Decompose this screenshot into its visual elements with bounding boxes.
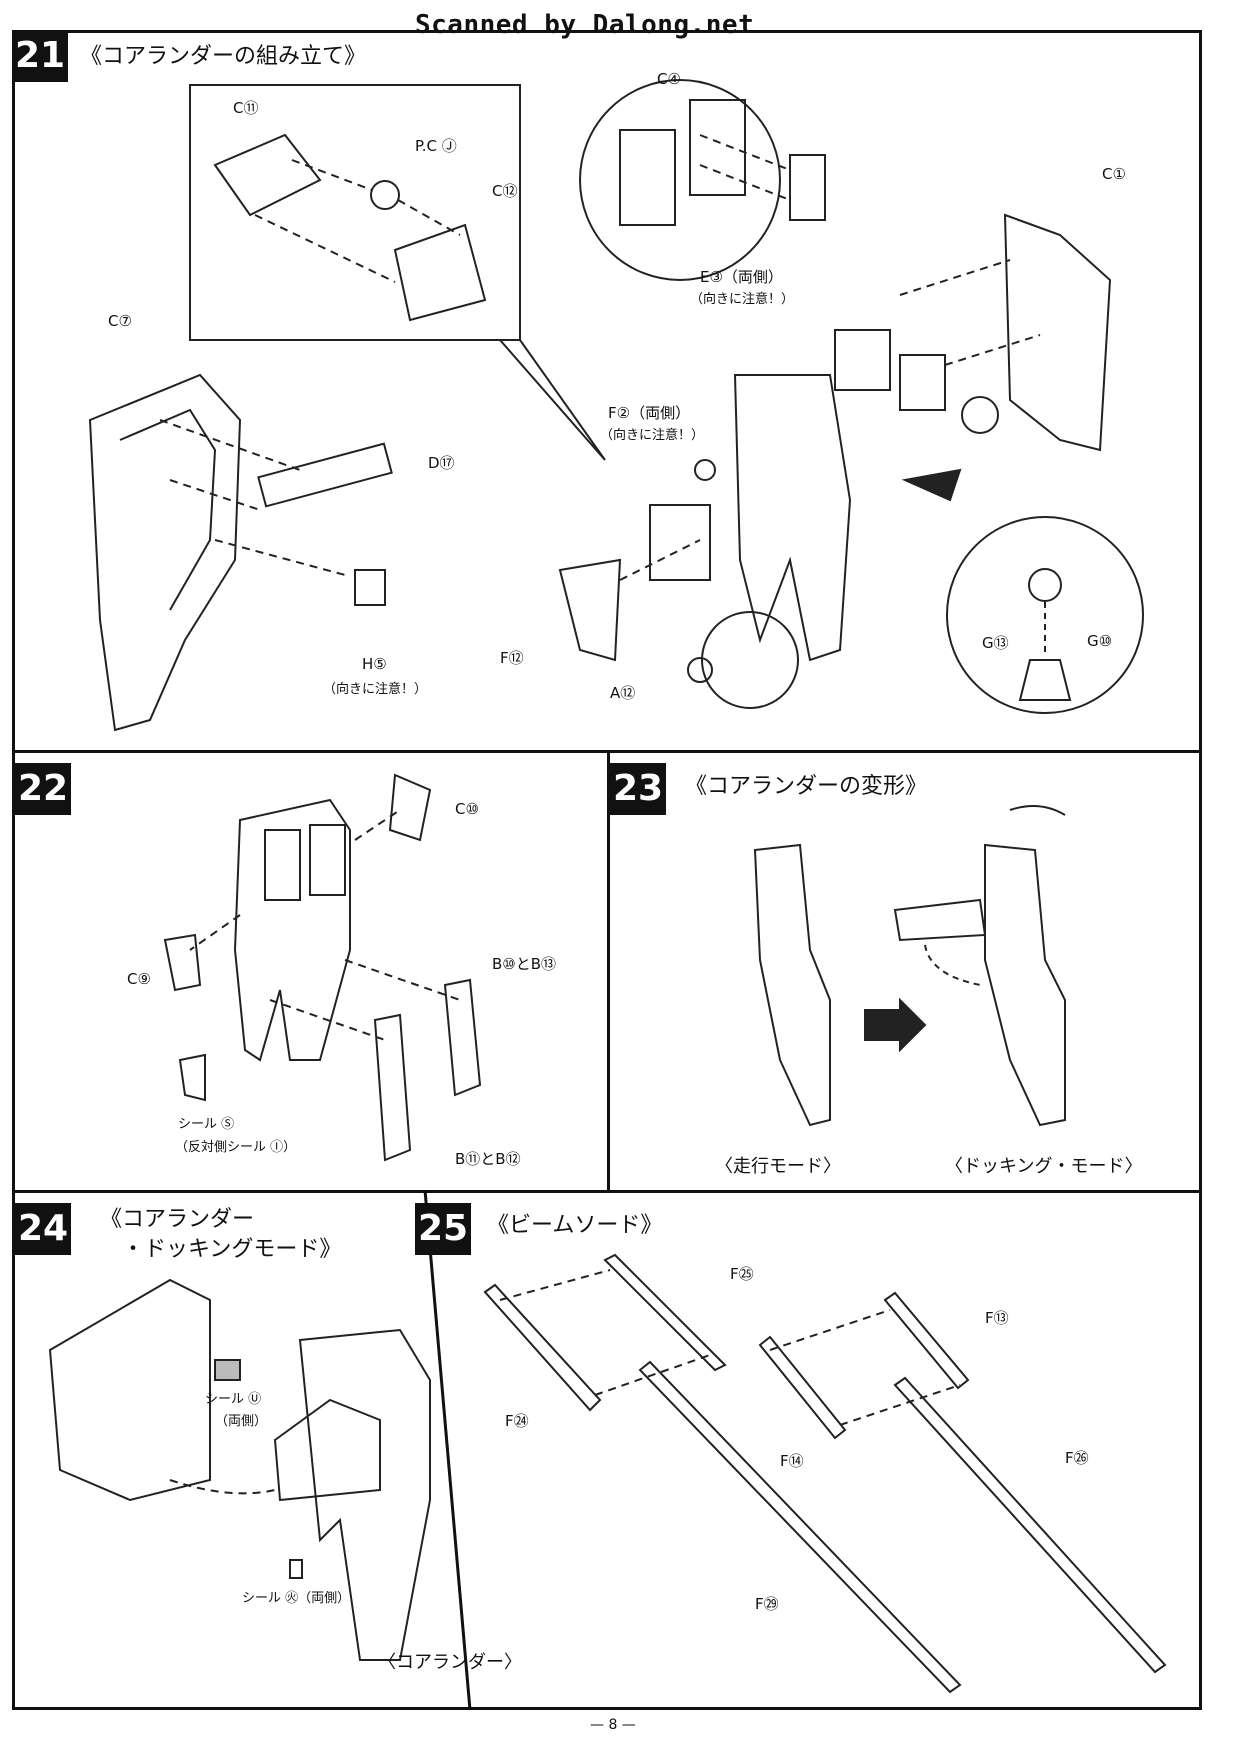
divider-col-22-23 — [607, 750, 610, 1192]
scan-watermark: Scanned by Dalong.net — [415, 10, 755, 40]
step-title-25: 《ビームソード》 — [487, 1213, 663, 1238]
beam-saber-25 — [483, 1253, 1167, 1694]
part-label-f26: F㉖ — [1065, 1449, 1089, 1467]
part-label-f14: F⑭ — [780, 1452, 804, 1470]
part-label-c1: C① — [1102, 165, 1126, 183]
divider-row2 — [12, 1190, 1202, 1193]
part-label-g10: G⑩ — [1087, 632, 1113, 650]
step-title-24: 《コアランダー ・ドッキングモード》 — [100, 1207, 342, 1262]
part-label-c12: C⑫ — [492, 182, 518, 200]
step-number-22: 22 — [15, 763, 71, 815]
part-label-f24: F㉔ — [505, 1412, 529, 1430]
part-label-c4: C④ — [657, 70, 681, 88]
seal-label-sa: シール Ⓢ — [178, 1117, 235, 1132]
part-label-pcj: P.C Ⓙ — [415, 137, 457, 155]
inset-box-core-lander-rear — [189, 84, 606, 461]
part-label-f25: F㉕ — [730, 1265, 754, 1283]
part-label-h5: H⑤ — [362, 655, 387, 673]
core-lander-body-left — [88, 373, 393, 732]
caption-core-lander: 〈コアランダー〉 — [378, 1652, 522, 1673]
step-number-24: 24 — [15, 1203, 71, 1255]
core-lander-body-right — [558, 213, 1144, 714]
part-label-c10: C⑩ — [455, 800, 479, 818]
seal-label-e: シール ㊋（両側） — [242, 1591, 351, 1606]
part-label-f12: F⑫ — [500, 649, 524, 667]
part-label-a12: A⑫ — [610, 684, 636, 702]
step-number-23: 23 — [610, 763, 666, 815]
part-label-b10-b13: B⑩とB⑬ — [492, 955, 557, 973]
part-label-g13: G⑬ — [982, 634, 1009, 652]
step-number-21: 21 — [12, 30, 68, 82]
caption-run-mode: 〈走行モード〉 — [715, 1156, 841, 1177]
step-title-23: 《コアランダーの変形》 — [685, 774, 928, 799]
part-label-c7: C⑦ — [108, 312, 132, 330]
seal-label-i: （反対側シール Ⓘ） — [175, 1140, 297, 1155]
part-label-f29: F㉙ — [755, 1595, 779, 1613]
part-label-f2: F②（両側） — [608, 404, 691, 422]
core-lander-assembly-22 — [163, 773, 482, 1162]
note-h5-orientation: （向きに注意！） — [323, 682, 428, 697]
part-label-c9: C⑨ — [127, 970, 151, 988]
instruction-frame — [12, 30, 1202, 1710]
part-label-f13: F⑬ — [985, 1309, 1009, 1327]
step-number-25: 25 — [415, 1203, 471, 1255]
transformation-23 — [753, 805, 1066, 1127]
step-title-21: 《コアランダーの組み立て》 — [80, 44, 367, 69]
note-e3-orientation: （向きに注意！） — [690, 292, 795, 307]
part-label-c11: C⑪ — [233, 99, 259, 117]
seal-label-u: シール Ⓤ — [205, 1392, 262, 1407]
caption-docking-mode: 〈ドッキング・モード〉 — [945, 1156, 1143, 1177]
page-number: — 8 — — [590, 1717, 636, 1733]
seal-label-u-note: （両側） — [215, 1414, 268, 1429]
part-label-b11-b12: B⑪とB⑫ — [455, 1150, 521, 1168]
note-f2-orientation: （向きに注意！） — [600, 428, 705, 443]
docking-mode-24 — [48, 1278, 431, 1661]
part-label-d17: D⑰ — [428, 454, 455, 472]
circle-inset-seat — [579, 79, 826, 281]
part-label-e3: E③（両側） — [700, 268, 783, 286]
